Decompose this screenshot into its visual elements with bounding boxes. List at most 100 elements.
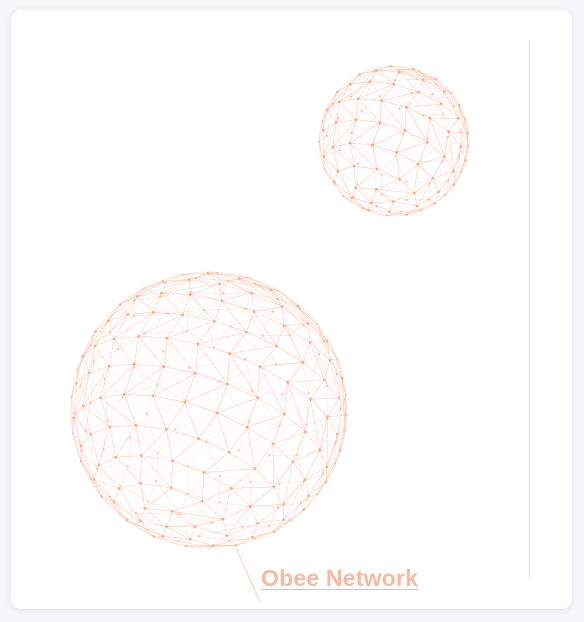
mesh-node <box>275 363 278 366</box>
mesh-node <box>337 396 341 400</box>
mesh-edge <box>355 98 359 120</box>
mesh-edge <box>259 366 285 415</box>
mesh-edge <box>148 501 181 515</box>
mesh-node <box>380 99 383 102</box>
mesh-node <box>352 164 356 168</box>
mesh-edge <box>399 71 424 80</box>
mesh-node <box>126 313 130 316</box>
mesh-edge <box>93 349 119 362</box>
mesh-node <box>211 521 214 524</box>
mesh-edge <box>174 429 207 443</box>
mesh-edge <box>420 138 428 162</box>
mesh-edge <box>85 430 104 450</box>
mesh-node <box>129 436 132 439</box>
mesh-edge <box>428 194 446 201</box>
mesh-node <box>102 447 105 450</box>
mesh-edge <box>143 288 161 297</box>
mesh-edge <box>80 385 91 404</box>
mesh-edge <box>448 118 459 132</box>
mesh-edge <box>174 429 189 467</box>
mesh-node <box>328 359 332 362</box>
mesh-edge <box>324 379 340 399</box>
mesh-edge <box>178 535 199 542</box>
mesh-edge <box>117 349 135 368</box>
mesh-edge <box>327 416 338 435</box>
mesh-node <box>119 513 122 516</box>
mesh-edge <box>326 341 331 361</box>
mesh-edge <box>103 437 131 450</box>
mesh-edge <box>76 372 90 384</box>
mesh-node <box>301 361 304 364</box>
mesh-node <box>395 150 398 154</box>
mesh-edge <box>82 405 111 428</box>
mesh-edge <box>221 300 247 333</box>
sphere-outline <box>318 65 470 217</box>
mesh-node <box>288 334 291 337</box>
mesh-node <box>250 480 252 483</box>
mesh-edge <box>80 461 92 479</box>
mesh-edge <box>453 105 466 120</box>
mesh-node <box>146 529 149 531</box>
mesh-edge <box>396 152 419 165</box>
mesh-node <box>282 324 286 328</box>
mesh-edge <box>379 80 395 97</box>
mesh-node <box>112 337 116 341</box>
mesh-node <box>89 432 93 436</box>
mesh-edge <box>217 272 228 282</box>
mesh-edge <box>140 520 167 527</box>
mesh-edge <box>190 283 220 295</box>
mesh-node <box>295 454 298 457</box>
mesh-node <box>367 208 371 212</box>
mesh-edge <box>287 379 325 383</box>
mesh-edge <box>254 443 274 470</box>
mesh-edge <box>113 336 139 340</box>
mesh-edge <box>351 123 381 134</box>
mesh-edge <box>253 311 277 347</box>
mesh-edge <box>310 397 339 400</box>
mesh-edge <box>406 103 442 108</box>
mesh-edge <box>281 362 303 395</box>
mesh-node <box>133 314 136 317</box>
mesh-edge <box>89 366 110 374</box>
mesh-node <box>140 454 143 457</box>
mesh-edge <box>90 378 105 404</box>
mesh-node <box>268 454 271 457</box>
mesh-edge <box>138 336 168 339</box>
mesh-edge <box>203 309 215 348</box>
mesh-edge <box>73 417 82 446</box>
mesh-edge <box>414 192 418 207</box>
mesh-edge <box>245 335 263 360</box>
mesh-edge <box>351 132 372 147</box>
mesh-node <box>134 424 138 427</box>
mesh-edge <box>398 72 419 93</box>
mesh-edge <box>195 272 218 279</box>
mesh-edge <box>448 131 454 172</box>
mesh-edge <box>445 172 462 195</box>
mesh-edge <box>249 506 258 524</box>
mesh-edge <box>350 83 352 97</box>
mesh-edge <box>165 274 183 284</box>
mesh-edge <box>279 394 283 426</box>
mesh-node <box>357 162 360 165</box>
mesh-edge <box>144 487 172 509</box>
mesh-edge <box>251 390 283 395</box>
mesh-edge <box>349 122 381 144</box>
mesh-node <box>106 419 109 422</box>
mesh-edge <box>429 179 449 184</box>
mesh-edge <box>276 362 303 365</box>
mesh-edge <box>213 325 231 348</box>
mesh-node <box>126 465 129 468</box>
mesh-node <box>138 519 142 523</box>
mesh-edge <box>245 358 252 391</box>
mesh-edge <box>71 397 74 434</box>
mesh-node <box>216 411 218 414</box>
mesh-edge <box>353 166 356 188</box>
mesh-edge <box>269 507 279 526</box>
mesh-edge <box>109 425 136 428</box>
mesh-edge <box>140 483 146 509</box>
mesh-node <box>417 90 421 94</box>
mesh-node <box>108 495 111 498</box>
mesh-edge <box>287 362 304 383</box>
mesh-edge <box>134 299 169 314</box>
mesh-edge <box>279 480 305 484</box>
